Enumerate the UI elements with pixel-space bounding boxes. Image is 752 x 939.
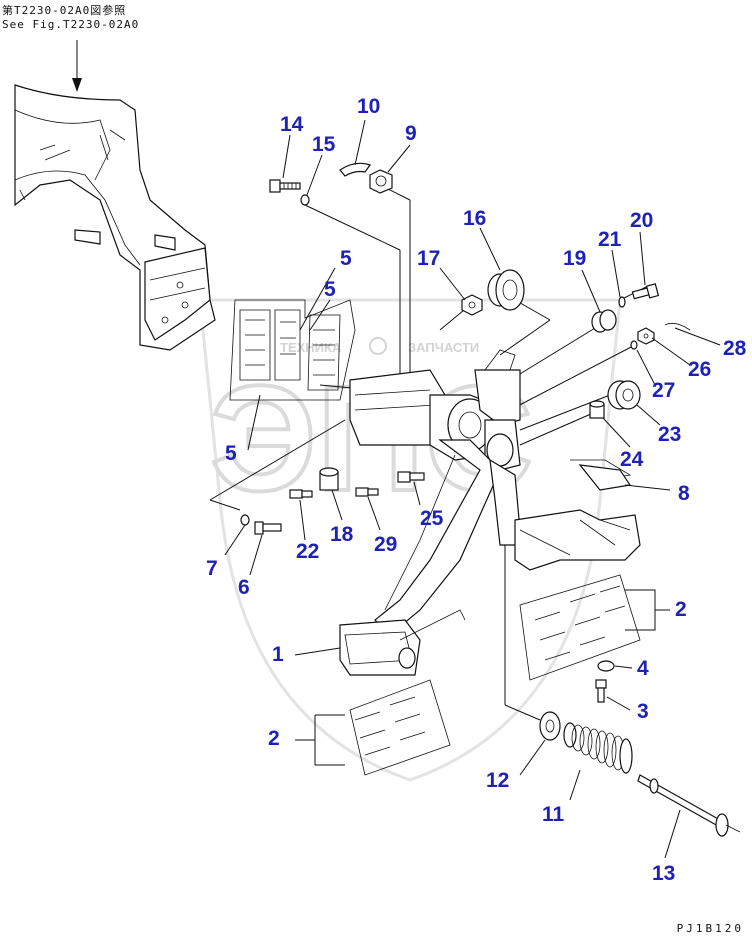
callout-leaders	[224, 119, 721, 859]
pedal-arm-2	[489, 458, 641, 571]
bolt-14	[269, 179, 301, 193]
collar-24	[589, 400, 605, 419]
callout-labels: 14 15 10 9 16 17 20 21 19 28 26 27 23 24…	[206, 95, 747, 885]
callout-13: 13	[652, 862, 675, 885]
callout-23: 23	[658, 423, 681, 446]
nut-9	[369, 169, 393, 194]
callout-7: 7	[206, 557, 218, 580]
frame-assembly	[14, 84, 216, 351]
bolt-20	[631, 283, 660, 300]
callout-15: 15	[312, 133, 336, 156]
pin-28	[664, 322, 691, 331]
bushing-16	[487, 269, 525, 311]
callout-12: 12	[486, 769, 509, 792]
callout-28: 28	[723, 337, 747, 360]
callout-21: 21	[598, 228, 622, 251]
watermark-right: ЗАПЧАСТИ	[408, 340, 479, 355]
callout-4: 4	[637, 657, 649, 680]
callout-10: 10	[357, 95, 380, 118]
callout-9: 9	[405, 122, 417, 145]
callout-17: 17	[417, 247, 440, 270]
callout-14: 14	[280, 113, 304, 136]
washer-21	[618, 296, 626, 308]
callout-3: 3	[637, 700, 649, 723]
cap-12	[539, 711, 561, 741]
bushing-19	[591, 309, 617, 333]
bolt-29	[355, 487, 379, 497]
nut-26	[637, 327, 655, 345]
watermark-left: ТЕХНИКА	[280, 340, 342, 355]
callout-25: 25	[420, 507, 444, 530]
callout-2-right: 2	[675, 598, 687, 621]
reference-line-jp: 第T2230-02A0図参照	[2, 4, 127, 17]
reference-line-en: See Fig.T2230-02A0	[2, 18, 140, 31]
bolt-3	[595, 679, 607, 703]
rod-13	[637, 774, 741, 837]
bushing-23	[607, 380, 641, 410]
callout-1: 1	[272, 643, 284, 666]
watermark-gear-icon	[369, 337, 387, 355]
bracket-plates	[229, 299, 356, 401]
pedal-bracket	[349, 349, 521, 471]
callout-5-mid: 5	[324, 278, 336, 301]
bolt-22	[289, 489, 313, 499]
reference-arrow	[72, 40, 82, 92]
callout-18: 18	[330, 523, 354, 546]
nut-17	[461, 294, 483, 316]
callout-27: 27	[652, 379, 675, 402]
callout-6: 6	[238, 576, 250, 599]
pin-10	[339, 162, 371, 177]
spring-11	[563, 722, 633, 774]
callout-20: 20	[630, 209, 653, 232]
callout-16: 16	[463, 207, 486, 230]
callout-26: 26	[688, 358, 711, 381]
callout-5-left: 5	[225, 442, 237, 465]
callout-2-left: 2	[268, 727, 280, 750]
callout-24: 24	[620, 448, 644, 471]
callout-19: 19	[563, 247, 586, 270]
pedal-pads-right	[519, 574, 641, 681]
callout-29: 29	[374, 533, 397, 556]
washer-4	[597, 660, 615, 672]
callout-8: 8	[678, 482, 690, 505]
bolt-6	[254, 521, 282, 535]
callout-11: 11	[542, 803, 565, 826]
washer-15	[300, 194, 310, 206]
washer-7	[240, 514, 250, 526]
washer-27	[630, 340, 638, 350]
pedal-pads-left	[349, 679, 451, 776]
drawing-code: PJ1B120	[676, 922, 744, 935]
callout-22: 22	[296, 540, 319, 563]
bolt-25	[397, 471, 425, 483]
callout-5-top: 5	[340, 247, 352, 270]
stopper-18	[319, 467, 339, 491]
